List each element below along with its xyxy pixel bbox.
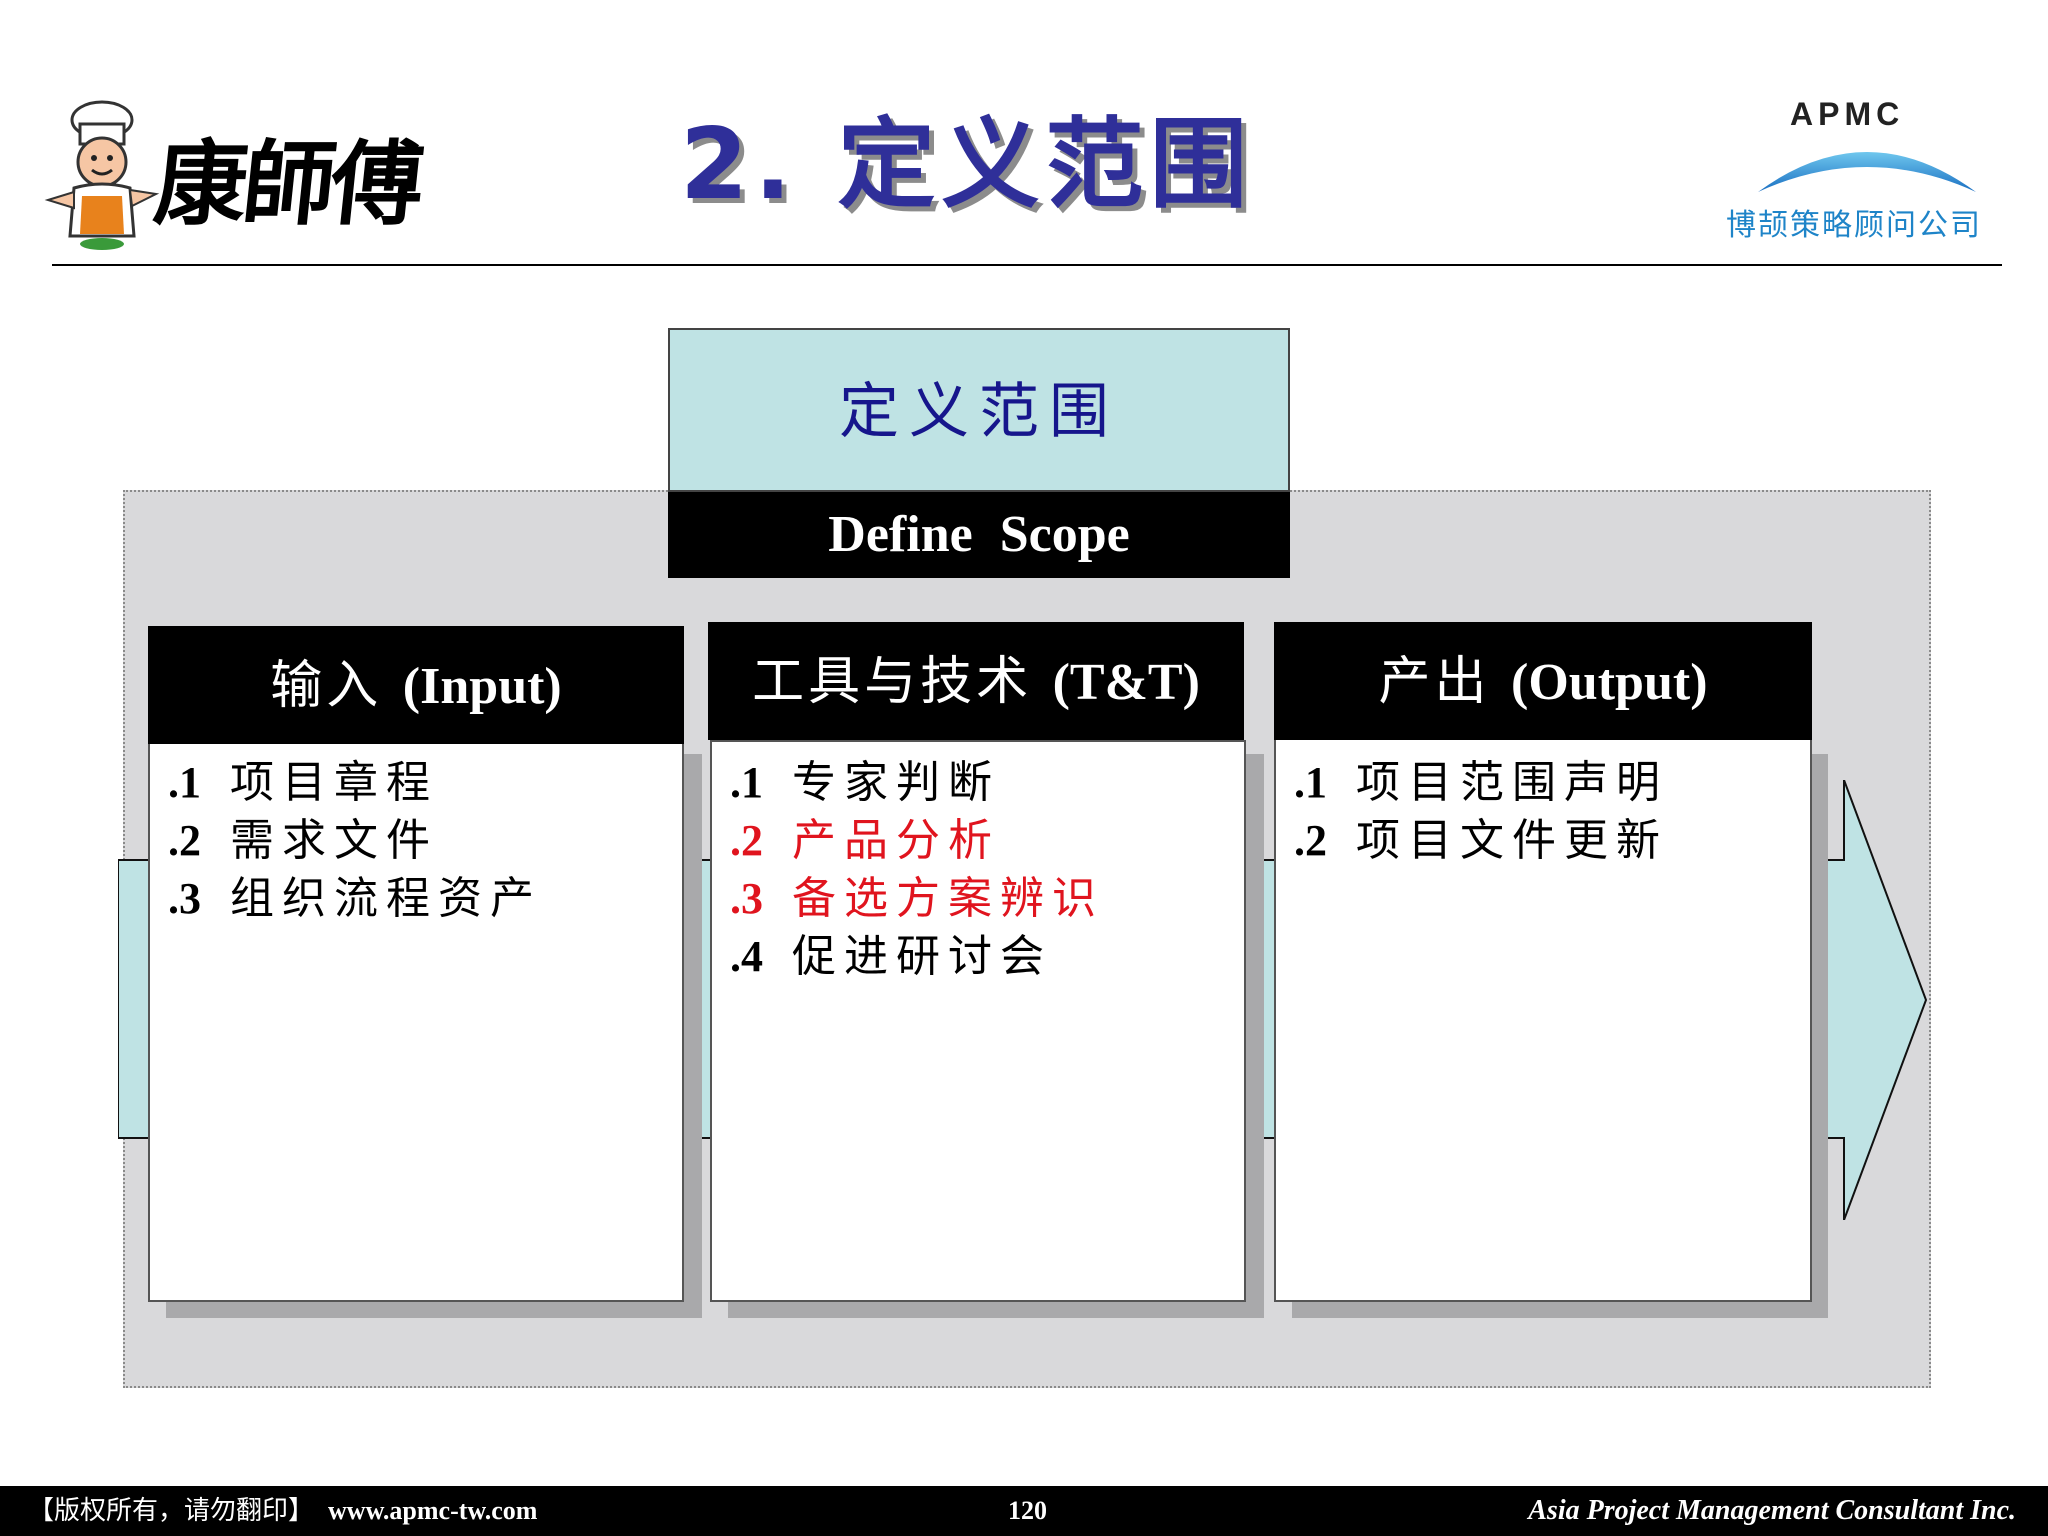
process-name-cn: 定义范围 — [668, 328, 1290, 492]
input-header-en: (Input) — [402, 658, 562, 715]
input-column-header: 输入 (Input) — [148, 626, 684, 744]
process-name-en: Define Scope — [668, 492, 1290, 578]
apmc-logo — [1700, 96, 2020, 246]
output-header-en: (Output) — [1511, 654, 1708, 711]
footer-copyright: 【版权所有，请勿翻印】 www.apmc-tw.com — [28, 1486, 537, 1536]
tt-header-en: (T&T) — [1052, 654, 1200, 711]
company-name-cn: 博颉策略顾问公司 — [1726, 208, 1982, 243]
kangshifu-logo: 康師傅 — [44, 96, 425, 256]
tt-column-header: 工具与技术 (T&T) — [708, 622, 1244, 740]
apmc-arc-icon — [1758, 152, 1976, 192]
input-header-cn: 输入 — [270, 656, 383, 716]
website-link[interactable]: www.apmc-tw.com — [328, 1496, 538, 1525]
brand-left-text: 康師傅 — [149, 130, 425, 238]
output-column-header: 产出 (Output) — [1274, 622, 1812, 740]
chef-mascot-icon — [44, 100, 160, 250]
footer-bar: 【版权所有，请勿翻印】 www.apmc-tw.com 120 Asia Proj… — [0, 1486, 2048, 1536]
page-title: 2. 定义范围 — [680, 108, 1254, 222]
copyright-text: 【版权所有，请勿翻印】 — [28, 1496, 315, 1526]
apmc-name: APMC — [1790, 96, 1905, 132]
footer-company: Asia Project Management Consultant Inc. — [1528, 1495, 2016, 1526]
header-divider — [52, 264, 2002, 266]
page-number: 120 — [1008, 1496, 1047, 1525]
tt-header-cn: 工具与技术 — [752, 652, 1033, 712]
output-header-cn: 产出 — [1378, 652, 1491, 712]
